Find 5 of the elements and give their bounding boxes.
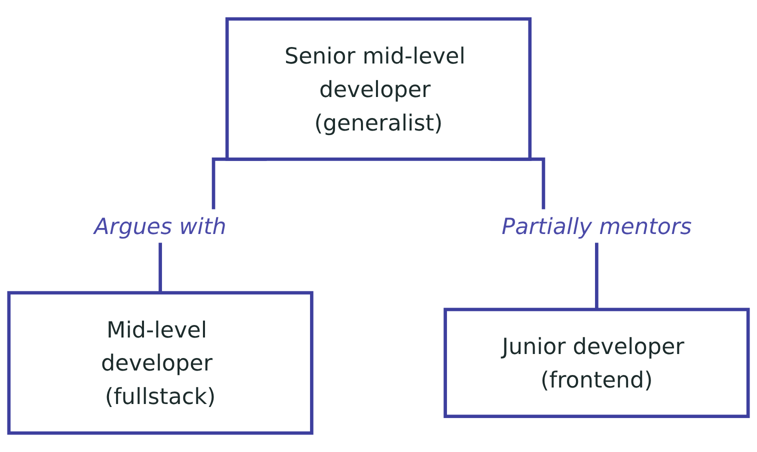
node-box: Junior developer (frontend): [444, 308, 750, 418]
edge-label: Argues with: [94, 212, 226, 240]
node-box: Mid-level developer (fullstack): [7, 291, 314, 435]
edge-label: Partially mentors: [502, 212, 692, 240]
node-box: Senior mid-level developer (generalist): [225, 17, 532, 161]
